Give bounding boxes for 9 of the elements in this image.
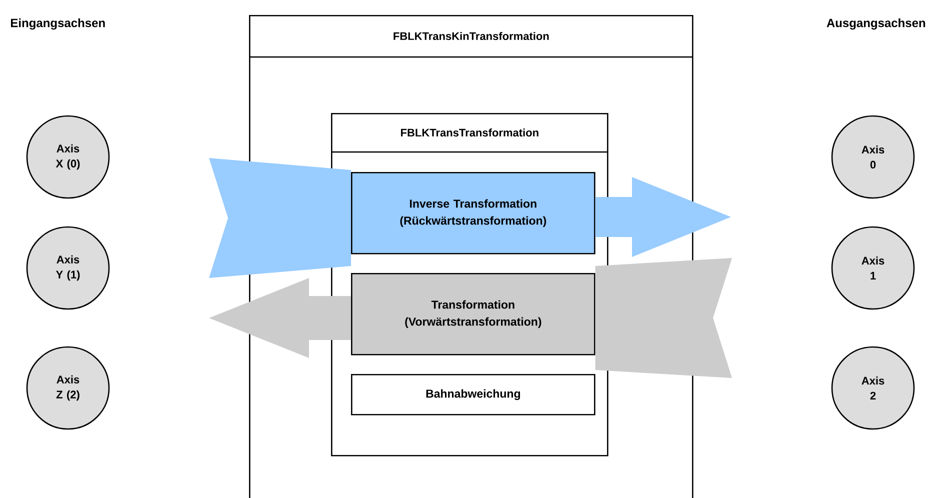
block-arrow	[595, 177, 731, 257]
swallowtail-arrow	[209, 158, 351, 278]
block-arrow	[209, 278, 351, 358]
heading-label: Eingangsachsen	[11, 18, 105, 30]
process-box: Transformation (Vorwärtstransformation)	[351, 273, 596, 356]
process-box: Bahnabweichung	[351, 374, 596, 416]
swallowtail-arrow	[595, 258, 732, 378]
process-box: Inverse Transformation (Rückwärtstransformation)	[351, 172, 596, 254]
heading-label: Ausgangsachsen	[826, 18, 926, 30]
